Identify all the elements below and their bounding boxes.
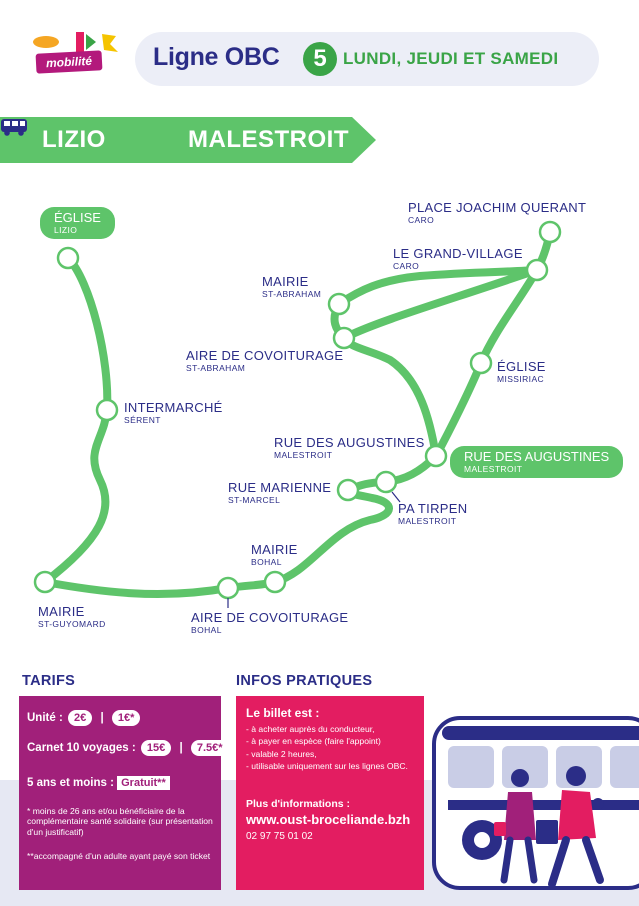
infos-title: INFOS PRATIQUES	[236, 673, 373, 689]
stop-label-place-joachim: PLACE JOACHIM QUERANT CARO	[408, 200, 587, 226]
infos-more: Plus d'informations :	[246, 798, 351, 810]
stop-marker-pa-tirpen	[374, 470, 398, 494]
tick-pa-tirpen	[391, 491, 401, 503]
bus-stripe	[448, 800, 639, 810]
stop-label-pa-tirpen: PA TIRPEN MALESTROIT	[398, 501, 468, 527]
passenger-man	[536, 766, 604, 888]
price-gratuit: Gratuit**	[117, 776, 170, 790]
stop-label-mairie-bohal: MAIRIE BOHAL	[251, 542, 298, 568]
tarifs-box: Unité : 2€ | 1€* Carnet 10 voyages : 15€…	[19, 696, 229, 890]
stop-label-aire-bohal: AIRE DE COVOITURAGE BOHAL	[191, 610, 349, 636]
stop-marker-rue-augustines	[424, 444, 448, 468]
stop-label-aire-stabraham: AIRE DE COVOITURAGE ST-ABRAHAM	[186, 348, 344, 374]
line-title: Ligne OBC	[153, 43, 280, 71]
stop-label-rue-augustines: RUE DES AUGUSTINES MALESTROIT	[274, 435, 425, 461]
route-banner-arrow	[0, 117, 376, 163]
line-number-badge: 5	[303, 42, 337, 76]
logo: mobilité	[24, 30, 134, 74]
stop-marker-mairie-bohal	[263, 570, 287, 594]
passenger-woman	[494, 769, 538, 884]
tarif-note-1: * moins de 26 ans et/ou bénéficiaire de …	[27, 806, 213, 837]
route-segment-lizio-stguyomard	[41, 254, 112, 586]
tarif-note-2: **accompagné d'un adulte ayant payé son …	[27, 851, 211, 861]
route-segment-loop	[340, 266, 541, 342]
price-carnet: 15€	[140, 740, 172, 756]
route-map: ÉGLISE LIZIO INTERMARCHÉ SÉRENT MAIRIE S…	[0, 180, 639, 660]
infos-item: à acheter auprès du conducteur,	[246, 723, 408, 735]
tarif-carnet: Carnet 10 voyages : 15€ | 7.5€*	[27, 740, 231, 756]
route-segment-stabraham-grandvillage	[335, 266, 541, 308]
route-map-lines	[33, 220, 562, 608]
route-segment-augustines-stabraham	[330, 300, 440, 460]
route-banner: LIZIO MALESTROIT	[0, 117, 380, 163]
infos-item: à payer en espèce (faire l'appoint)	[246, 735, 408, 747]
price-unite: 2€	[67, 710, 93, 726]
stop-marker-rue-marienne	[336, 478, 360, 502]
infos-box: Le billet est : à acheter auprès du cond…	[236, 696, 424, 890]
stop-marker-mairie-stabraham	[327, 292, 351, 316]
infos-item: utilisable uniquement sur les lignes OBC…	[246, 760, 408, 772]
line-header-pill: Ligne OBC 5 LUNDI, JEUDI ET SAMEDI	[135, 32, 599, 86]
stop-label-grand-village: LE GRAND-VILLAGE CARO	[393, 246, 523, 272]
stop-marker-eglise-lizio	[56, 246, 80, 270]
header: mobilité Ligne OBC 5 LUNDI, JEUDI ET SAM…	[0, 0, 639, 100]
bus-window	[448, 746, 494, 788]
price-unite-reduit: 1€*	[111, 710, 141, 726]
infos-list: à acheter auprès du conducteur, à payer …	[246, 723, 408, 773]
stop-marker-place-joachim	[538, 220, 562, 244]
bus-window	[610, 746, 639, 788]
terminus-rue-augustines: RUE DES AUGUSTINES MALESTROIT	[450, 446, 624, 478]
bus-scene-illustration	[432, 716, 639, 890]
route-from: LIZIO	[42, 126, 106, 153]
stop-marker-grand-village	[525, 258, 549, 282]
logo-shapes-icon	[33, 32, 118, 52]
terminus-eglise-lizio: ÉGLISE LIZIO	[40, 207, 115, 239]
price-carnet-reduit: 7.5€*	[190, 740, 229, 756]
stop-marker-mairie-stguyomard	[33, 570, 57, 594]
route-segment-stguyomard-bohal	[41, 578, 279, 599]
logo-badge: mobilité	[35, 50, 103, 74]
line-days: LUNDI, JEUDI ET SAMEDI	[343, 49, 559, 68]
bus-roof	[442, 726, 639, 740]
infos-head: Le billet est :	[246, 706, 320, 720]
stop-label-mairie-stabraham: MAIRIE ST-ABRAHAM	[262, 274, 322, 300]
stop-marker-aire-bohal	[216, 576, 240, 600]
stop-marker-aire-stabraham	[332, 326, 356, 350]
tarif-moins5: 5 ans et moins : Gratuit**	[27, 776, 170, 790]
infos-item: valable 2 heures,	[246, 748, 408, 760]
bus-icon	[1, 119, 27, 136]
stop-marker-eglise-missiriac	[469, 351, 493, 375]
route-to: MALESTROIT	[188, 126, 349, 153]
tarifs-title: TARIFS	[22, 673, 76, 689]
stop-marker-intermarche	[95, 398, 119, 422]
stop-label-rue-marienne: RUE MARIENNE ST-MARCEL	[228, 480, 332, 506]
infos-url-link[interactable]: www.oust-broceliande.bzh	[246, 812, 411, 827]
stop-label-mairie-stguyomard: MAIRIE ST-GUYOMARD	[38, 604, 106, 630]
infos-phone: 02 97 75 01 02	[246, 831, 313, 842]
tarif-unite: Unité : 2€ | 1€*	[27, 710, 142, 726]
stop-label-intermarche: INTERMARCHÉ SÉRENT	[124, 400, 223, 426]
stop-label-eglise-missiriac: ÉGLISE MISSIRIAC	[497, 359, 546, 385]
